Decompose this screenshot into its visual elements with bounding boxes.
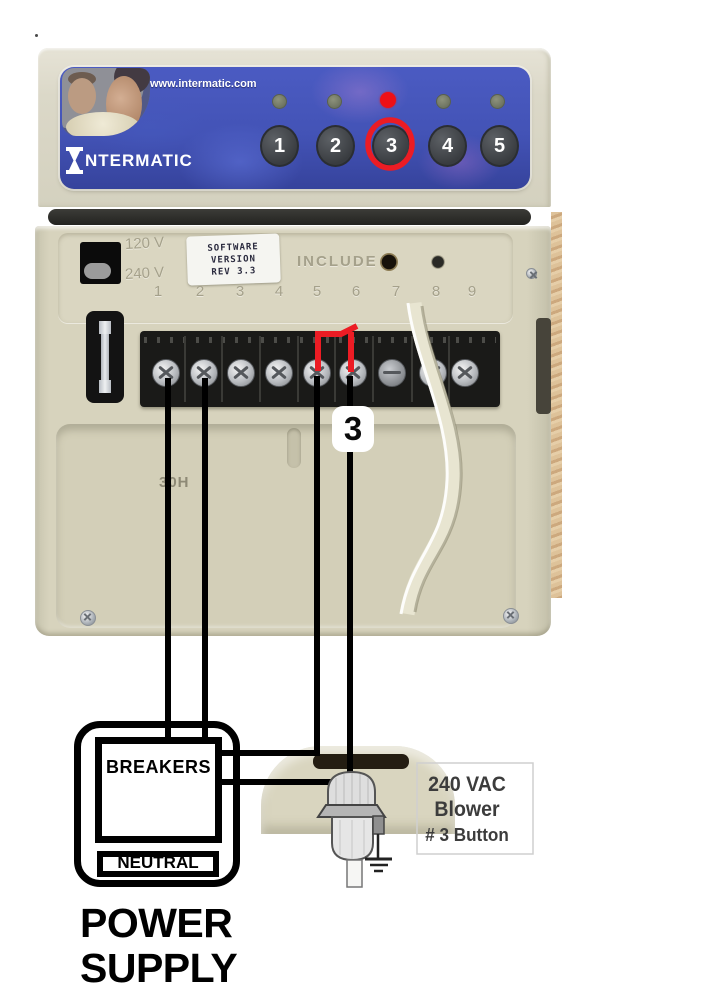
case-side-slot bbox=[536, 318, 551, 414]
terminal-divider bbox=[411, 336, 413, 402]
blower-caption-line-3: # 3 Button bbox=[425, 825, 509, 845]
terminal-divider bbox=[334, 336, 336, 402]
device-button-2: 2 bbox=[316, 125, 355, 167]
photo-person-2 bbox=[68, 78, 96, 114]
timer-body: 120 V 240 V SOFTWARE VERSION REV 3.3 INC… bbox=[35, 226, 551, 834]
terminal-divider bbox=[259, 336, 261, 402]
terminal-block-markings bbox=[144, 337, 496, 343]
terminal-number-5: 5 bbox=[312, 283, 322, 300]
led-indicator-3-red-dot bbox=[380, 92, 396, 108]
sticker-line-3: REV 3.3 bbox=[211, 265, 257, 278]
breakers-box: BREAKERS bbox=[95, 737, 222, 843]
terminal-number-2: 2 bbox=[195, 283, 205, 300]
ground-symbol-icon bbox=[365, 857, 392, 873]
case-gap-band bbox=[48, 209, 531, 225]
photo-foam bbox=[66, 112, 140, 136]
terminal-screw-8 bbox=[419, 359, 447, 387]
intermatic-logo-text: NTERMATIC bbox=[85, 150, 193, 170]
terminal-screw-4 bbox=[265, 359, 293, 387]
neutral-label: NEUTRAL bbox=[117, 853, 199, 872]
voltage-selector-switch bbox=[80, 242, 121, 284]
fuse-cap-bottom bbox=[99, 380, 111, 393]
terminal-screw-7 bbox=[378, 359, 406, 387]
label-120v: 120 V bbox=[124, 233, 165, 254]
power-supply-line-1: POWER bbox=[80, 900, 233, 946]
conduit-slot bbox=[313, 754, 409, 769]
software-version-sticker: SOFTWARE VERSION REV 3.3 bbox=[186, 233, 281, 286]
device-button-3: 3 bbox=[372, 125, 411, 167]
led-indicator-5 bbox=[490, 94, 505, 109]
terminal-screw-2 bbox=[190, 359, 218, 387]
breakers-label: BREAKERS bbox=[105, 757, 211, 777]
blower-caption-line-1: 240 VAC bbox=[428, 773, 506, 796]
terminal-screw-3 bbox=[227, 359, 255, 387]
terminal-number-9: 9 bbox=[467, 283, 477, 300]
device-button-4: 4 bbox=[428, 125, 467, 167]
blower-caption-line-2: Blower bbox=[434, 798, 500, 821]
terminal-number-3: 3 bbox=[235, 283, 245, 300]
case-screw-right bbox=[503, 608, 519, 624]
led-indicator-2 bbox=[327, 94, 342, 109]
device-button-5: 5 bbox=[480, 125, 519, 167]
led-indicator-4 bbox=[436, 94, 451, 109]
terminal-screw-5 bbox=[303, 359, 331, 387]
fuse-glass bbox=[101, 334, 109, 380]
terminal-number-7: 7 bbox=[391, 283, 401, 300]
timer-lid: www.intermatic.com NTERMATIC 1 2 3 4 5 bbox=[38, 48, 551, 207]
blower-stem bbox=[346, 859, 363, 888]
power-supply-line-2: SUPPLY bbox=[80, 945, 238, 991]
terminal-block bbox=[140, 331, 500, 407]
hourglass-logo-icon bbox=[66, 147, 83, 174]
terminal-divider bbox=[448, 336, 450, 402]
label-240v: 240 V bbox=[124, 263, 165, 284]
case-groove bbox=[287, 428, 301, 468]
include-label: INCLUDE bbox=[297, 253, 378, 270]
terminal-divider bbox=[372, 336, 374, 402]
intermatic-label: www.intermatic.com NTERMATIC 1 2 3 4 5 bbox=[60, 67, 530, 189]
terminal-screw-6 bbox=[339, 359, 367, 387]
terminal-number-1: 1 bbox=[153, 283, 163, 300]
device-button-1: 1 bbox=[260, 125, 299, 167]
terminal-screw-9 bbox=[451, 359, 479, 387]
terminal-number-6: 6 bbox=[351, 283, 361, 300]
case-code-30h: 30H bbox=[159, 474, 190, 491]
neutral-box: NEUTRAL bbox=[97, 851, 219, 877]
wiring-compartment: 30H bbox=[56, 424, 516, 834]
blower-caption: 240 VAC Blower # 3 Button bbox=[407, 772, 527, 849]
terminal-divider bbox=[184, 336, 186, 402]
voltage-switch-knob bbox=[84, 263, 111, 279]
fuse-cap-top bbox=[99, 321, 111, 334]
photo-speck bbox=[35, 34, 38, 37]
terminal-callout-3: 3 bbox=[332, 406, 374, 452]
led-indicator-1 bbox=[272, 94, 287, 109]
terminal-number-8: 8 bbox=[431, 283, 441, 300]
terminal-screw-1 bbox=[152, 359, 180, 387]
case-screw-small bbox=[526, 268, 537, 279]
include-hole-2 bbox=[431, 255, 445, 269]
label-photo-people bbox=[62, 68, 150, 136]
terminal-number-4: 4 bbox=[274, 283, 284, 300]
terminal-divider bbox=[221, 336, 223, 402]
fuse-holder bbox=[86, 311, 124, 403]
power-supply-outline bbox=[74, 721, 240, 887]
terminal-divider bbox=[297, 336, 299, 402]
intermatic-url: www.intermatic.com bbox=[150, 78, 257, 90]
power-supply-label: POWER SUPPLY bbox=[80, 900, 238, 991]
background-texture bbox=[551, 212, 562, 598]
case-screw-left bbox=[80, 610, 96, 626]
include-hole-1 bbox=[380, 253, 398, 271]
intermatic-logo: NTERMATIC bbox=[66, 147, 193, 174]
